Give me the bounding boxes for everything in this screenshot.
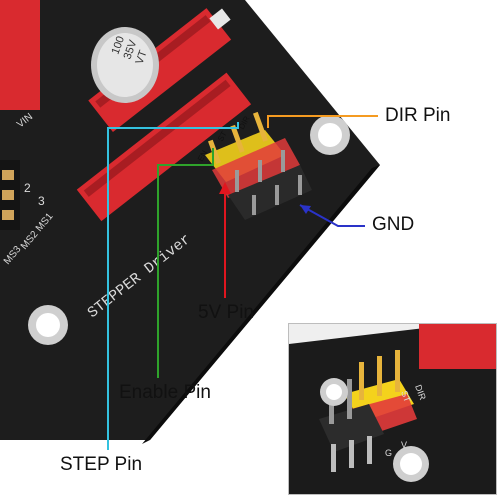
mounting-hole <box>310 115 350 155</box>
header-red-row <box>212 138 300 198</box>
red-socket <box>76 72 252 222</box>
pcb-edge <box>142 165 380 444</box>
dip-number: 2 <box>24 181 31 195</box>
inset-photo: ST DIR G V <box>289 324 496 494</box>
pin-header: EN ST DIR <box>196 111 312 220</box>
callout-enable-line <box>157 148 214 378</box>
capacitor-label: VT <box>134 48 150 66</box>
red-socket <box>0 0 40 110</box>
mounting-hole <box>28 305 68 345</box>
header-label-st: ST <box>216 130 229 143</box>
callout-dir-line <box>267 115 378 128</box>
inset-header-black <box>319 404 384 452</box>
pcb-board <box>0 0 380 440</box>
dip-switch <box>0 160 20 230</box>
callout-5v-line <box>219 182 231 298</box>
callout-gnd-line <box>299 204 365 227</box>
capacitor: 100 35V VT <box>91 27 159 103</box>
callout-dir-pin: DIR Pin <box>385 105 451 126</box>
header-gnd-row <box>228 165 312 220</box>
callout-step-pin: STEP Pin <box>60 454 143 475</box>
callout-5v-pin: 5V Pin <box>198 302 254 323</box>
inset-label-g: G <box>385 448 392 458</box>
mounting-hole <box>320 378 348 406</box>
inset-label-st: ST <box>399 389 413 404</box>
callout-gnd: GND <box>372 214 415 235</box>
capacitor-label: 100 <box>110 35 128 56</box>
inset-closeup: ST DIR G V <box>288 323 497 495</box>
mounting-hole <box>393 446 429 482</box>
callout-step-line <box>107 122 239 450</box>
inset-label-v: V <box>401 440 407 450</box>
inset-red-socket <box>419 324 496 369</box>
dip-number: 3 <box>38 194 45 208</box>
callout-enable-pin: Enable Pin <box>119 382 211 403</box>
smd-component <box>209 8 231 30</box>
